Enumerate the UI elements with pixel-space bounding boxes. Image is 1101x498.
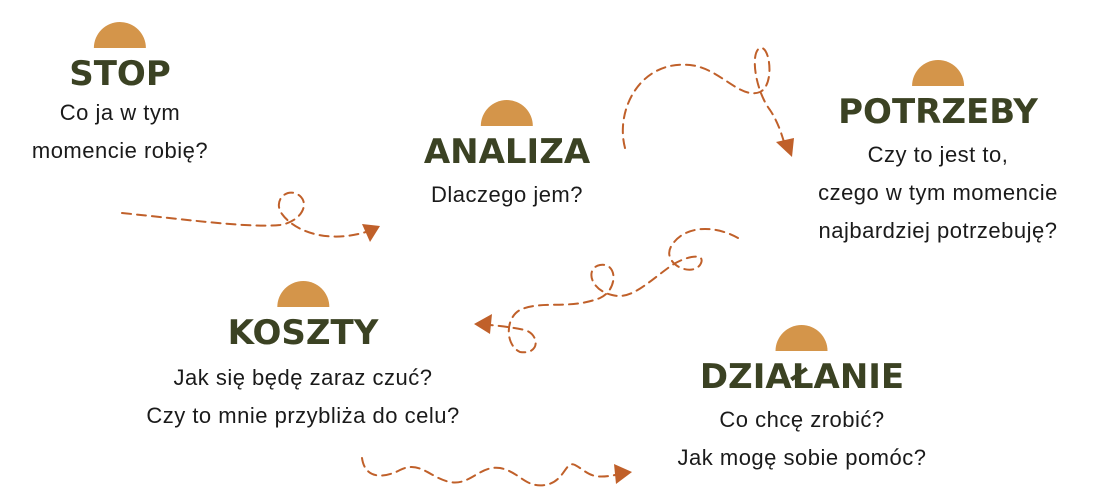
step-text: Dlaczego jem?	[430, 182, 583, 207]
arrow-koszty-to-dzialanie	[361, 457, 632, 487]
half-sun-icon	[911, 60, 964, 86]
step-text: czego w tym momencie	[818, 180, 1058, 205]
step-text: Czy to mnie przybliża do celu?	[146, 403, 460, 428]
step-analiza: ANALIZA Dlaczego jem?	[424, 100, 590, 214]
step-title: DZIAŁANIE	[699, 357, 905, 397]
half-sun-icon	[276, 281, 329, 307]
half-sun-icon	[481, 100, 533, 126]
step-text: najbardziej potrzebuję?	[818, 218, 1058, 243]
arrow-potrzeby-to-koszty	[474, 227, 739, 354]
step-text: Czy to jest to,	[867, 142, 1009, 167]
step-text: Co ja w tym	[59, 100, 181, 125]
step-title: STOP	[69, 54, 171, 94]
arrow-analiza-to-potrzeby	[621, 47, 794, 157]
step-text: momencie robię?	[31, 138, 209, 163]
step-title: POTRZEBY	[838, 92, 1038, 132]
step-text: Co chcę zrobić?	[719, 407, 885, 432]
step-text: Jak mogę sobie pomóc?	[677, 445, 927, 470]
step-stop: STOP Co ja w tym momencie robię?	[32, 22, 208, 170]
half-sun-icon	[776, 325, 828, 351]
step-title: KOSZTY	[227, 313, 379, 353]
step-dzialanie: DZIAŁANIE Co chcę zrobić? Jak mogę sobie…	[678, 325, 927, 477]
step-potrzeby: POTRZEBY Czy to jest to, czego w tym mom…	[818, 60, 1058, 250]
step-text: Jak się będę zaraz czuć?	[173, 365, 433, 390]
step-title: ANALIZA	[423, 132, 591, 172]
arrow-stop-to-analiza	[121, 191, 380, 242]
half-sun-icon	[94, 22, 146, 48]
step-koszty: KOSZTY Jak się będę zaraz czuć? Czy to m…	[146, 281, 459, 435]
